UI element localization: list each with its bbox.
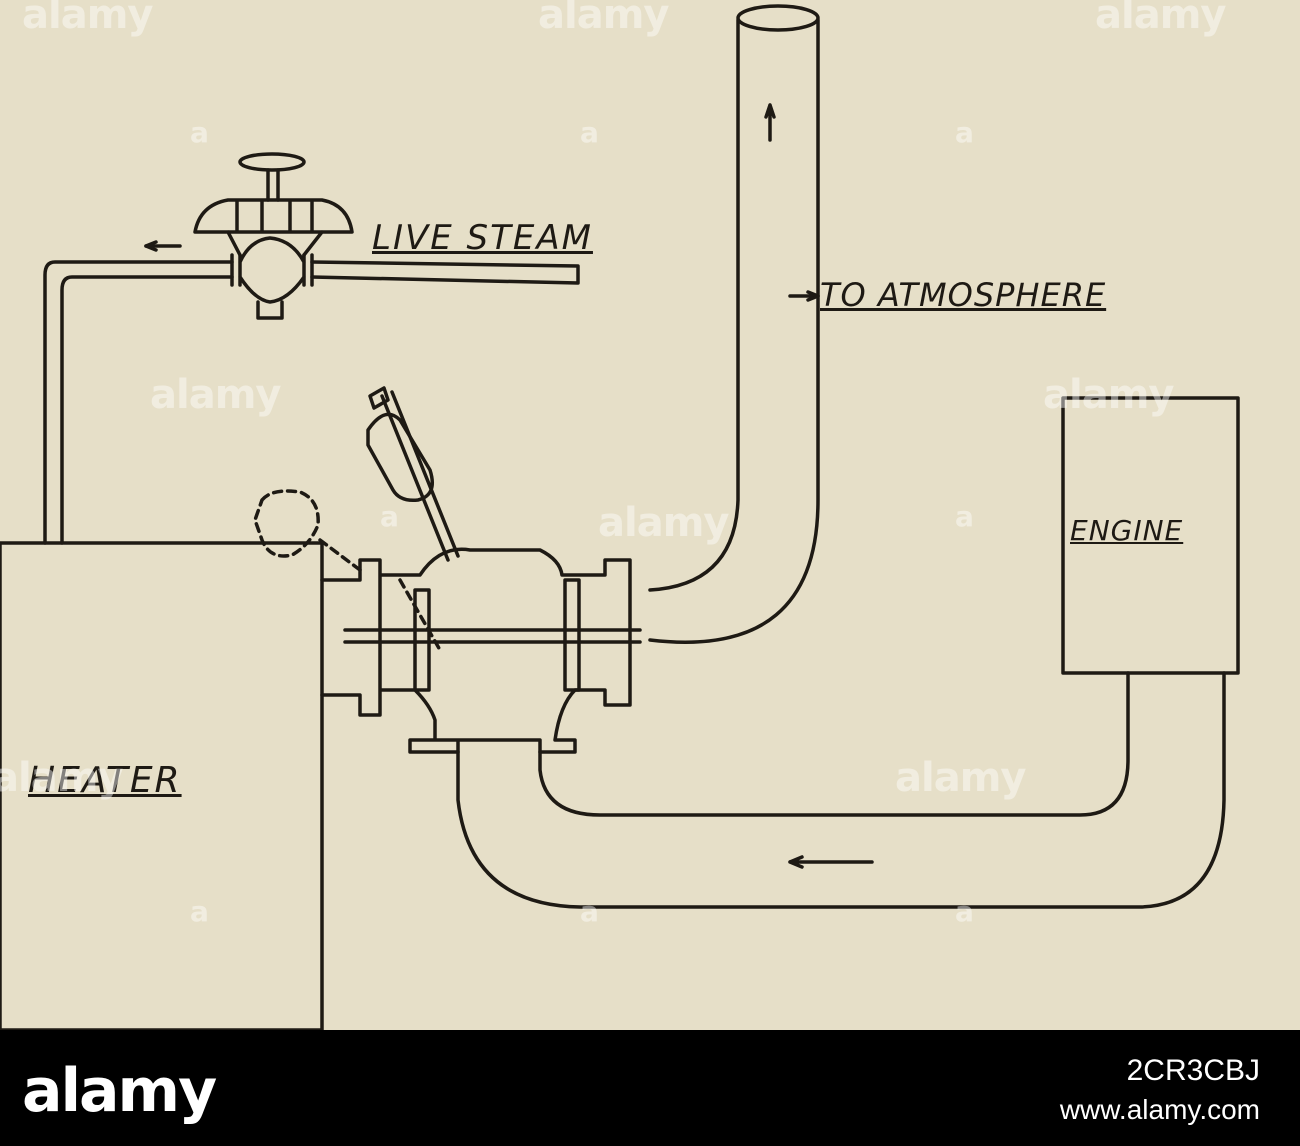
site-url[interactable]: www.alamy.com	[1059, 1094, 1260, 1125]
watermark: alamy	[538, 0, 669, 38]
watermark-letter: a	[190, 116, 209, 149]
watermark: alamy	[598, 500, 729, 546]
watermark-letter: a	[955, 895, 974, 928]
watermark: alamy	[895, 755, 1026, 801]
diagram-canvas: LIVE STEAM TO ATMOSPHERE ENGINE HEATER a…	[0, 0, 1300, 1030]
valve-shaft	[343, 628, 642, 644]
live-steam-supply	[310, 260, 580, 285]
watermark: alamy	[150, 372, 281, 418]
watermark: alamy	[0, 755, 123, 801]
live-steam-pipe	[43, 260, 234, 545]
valve-lever	[380, 390, 460, 562]
watermark-letter: a	[955, 500, 974, 533]
watermark-letter: a	[190, 895, 209, 928]
footer-bar: alamy 2CR3CBJ www.alamy.com	[0, 1030, 1300, 1146]
watermark: alamy	[1043, 372, 1174, 418]
pipe-diagram	[0, 4, 1240, 1030]
atmosphere-arrow	[788, 290, 820, 302]
valve-disc-right	[563, 578, 581, 692]
watermark: alamy	[22, 0, 153, 38]
heater-label: HEATER	[28, 760, 182, 801]
watermark-letter: a	[955, 116, 974, 149]
watermark-letter: a	[580, 116, 599, 149]
valve-disc-left	[413, 588, 431, 692]
engine-label: ENGINE	[1070, 514, 1184, 547]
engine-box	[1061, 396, 1240, 675]
up-arrow	[764, 103, 776, 142]
lever-tip	[368, 386, 390, 410]
exhaust-pipe-inner	[648, 18, 820, 644]
image-id: 2CR3CBJ	[1126, 1054, 1260, 1087]
valve-assembly	[320, 547, 632, 754]
to-atmosphere-label: TO ATMOSPHERE	[820, 276, 1107, 314]
handwheel	[238, 152, 306, 172]
exhaust-pipe-outer	[648, 18, 740, 592]
watermark-letter: a	[580, 895, 599, 928]
engine-pipe-inner	[538, 671, 1130, 817]
valve-stem	[266, 168, 280, 202]
reducing-valve	[230, 236, 314, 320]
lever-ghost	[253, 489, 442, 652]
live-steam-label: LIVE STEAM	[372, 218, 593, 258]
watermark-letter: a	[380, 500, 399, 533]
pipe-opening	[736, 4, 820, 32]
lever-weight	[366, 412, 434, 503]
heater-box	[0, 541, 324, 1030]
return-arrow	[788, 855, 874, 869]
brand-logo: alamy	[22, 1056, 217, 1126]
watermark: alamy	[1095, 0, 1226, 38]
valve-dome	[193, 198, 354, 257]
engine-pipe-outer	[456, 671, 1226, 909]
